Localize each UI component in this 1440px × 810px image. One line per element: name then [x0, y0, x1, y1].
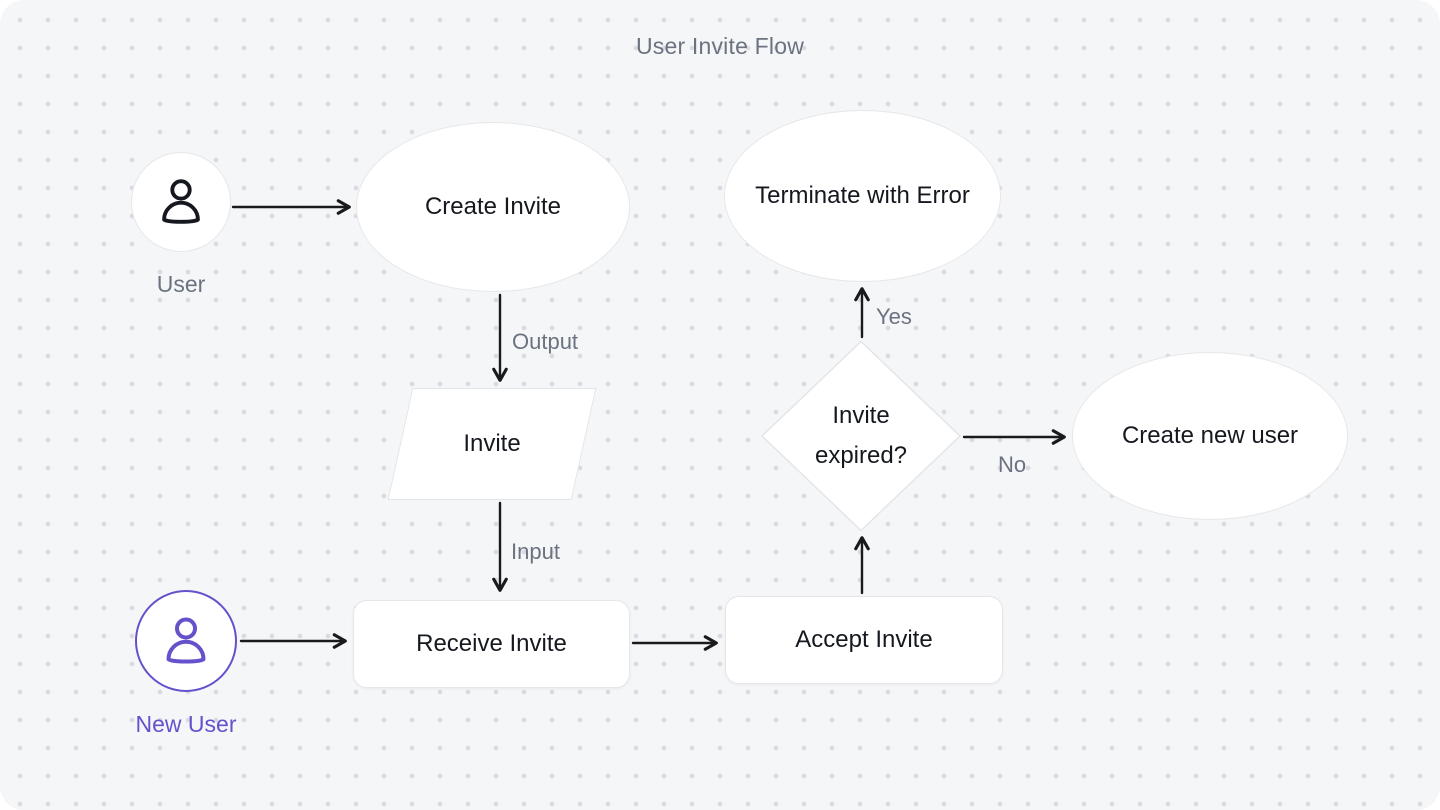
node-create-new-user: Create new user	[1072, 352, 1348, 520]
actor-user-label: User	[156, 271, 206, 297]
decision-label-line1: Invite	[832, 402, 890, 429]
node-create-invite: Create Invite	[356, 122, 630, 292]
node-terminate-with-error: Terminate with Error	[724, 110, 1001, 282]
edge-label-yes: Yes	[876, 304, 912, 329]
node-receive-invite: Receive Invite	[353, 600, 630, 688]
diagram-title: User Invite Flow	[635, 33, 805, 59]
node-decision: Invite expired?	[760, 340, 962, 532]
edge-label-no: No	[998, 452, 1027, 477]
diamond-shape	[761, 340, 961, 532]
node-accept-invite: Accept Invite	[725, 596, 1003, 684]
edge-label-output: Output	[512, 329, 579, 354]
person-icon	[166, 617, 206, 664]
node-decision-label: Invite expired?	[760, 340, 962, 532]
person-icon	[162, 179, 200, 224]
actor-new-user-label: New User	[135, 711, 237, 737]
actor-new-user	[135, 590, 237, 692]
actor-user	[131, 152, 231, 252]
edge-label-input: Input	[511, 539, 560, 564]
node-invite: Invite	[463, 430, 521, 457]
decision-label-line2: expired?	[814, 442, 908, 469]
